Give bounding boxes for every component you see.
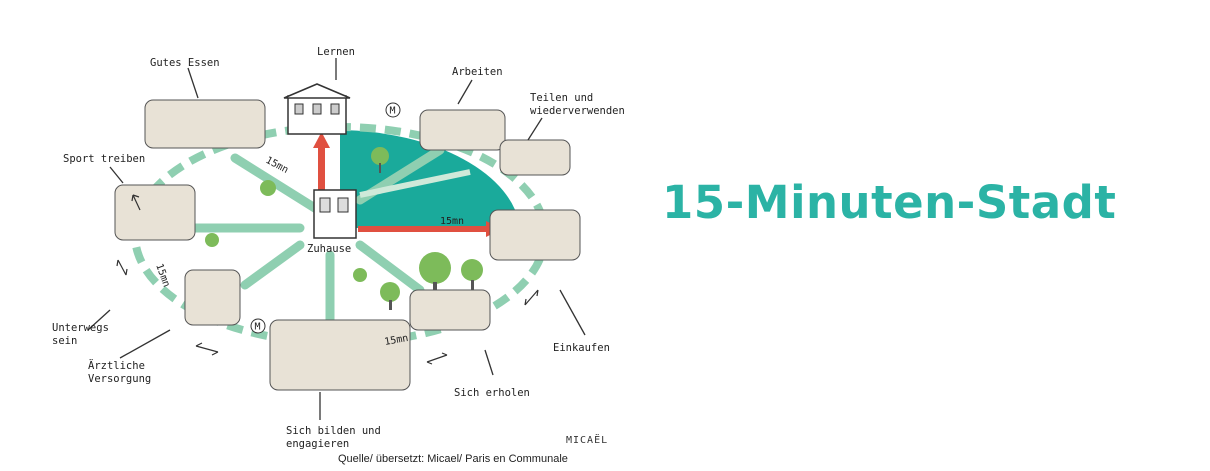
trees: [205, 147, 483, 310]
activity-vignettes: [114, 99, 581, 391]
label-lernen: Lernen: [317, 46, 355, 58]
page-title: 15-Minuten-Stadt: [662, 176, 1117, 229]
ring-arrows: [116, 194, 539, 365]
label-einkaufen: Einkaufen: [553, 342, 610, 354]
time-label-2: 15mn: [440, 216, 464, 227]
svg-text:M: M: [390, 106, 396, 117]
label-unterwegs-2: sein: [52, 335, 77, 347]
label-leaders: [87, 58, 586, 420]
time-label-4: 15mn: [384, 333, 410, 348]
label-arbeiten: Arbeiten: [452, 66, 503, 78]
time-label-1: 15mn: [264, 155, 290, 176]
svg-text:M: M: [255, 322, 261, 333]
time-label-3: 15mn: [153, 262, 172, 288]
artist-signature: MICAËL: [566, 433, 608, 446]
fifteen-minute-city-illustration: M M 15mn 15mn 15mn 15mn Zuhause Lernen G…: [52, 46, 625, 450]
label-erholen: Sich erholen: [454, 387, 530, 399]
label-teilen-2: wiederverwenden: [530, 105, 625, 117]
label-aerztliche-1: Ärztliche: [88, 359, 145, 372]
school-building: [283, 83, 351, 135]
source-caption: Quelle/ übersetzt: Micael/ Paris en Comm…: [338, 453, 568, 465]
sector-paths: [359, 169, 471, 198]
label-bilden-2: engagieren: [286, 438, 349, 450]
radial-paths: [170, 145, 445, 335]
center-label-zuhause: Zuhause: [307, 243, 351, 255]
label-sport: Sport treiben: [63, 153, 145, 165]
metro-signs: M M: [250, 102, 401, 334]
label-aerztliche-2: Versorgung: [88, 373, 151, 385]
label-teilen-1: Teilen und: [530, 92, 593, 104]
label-bilden-1: Sich bilden und: [286, 425, 381, 437]
label-gutes-essen: Gutes Essen: [150, 57, 220, 69]
label-unterwegs-1: Unterwegs: [52, 322, 109, 334]
zuhause-building: [313, 189, 357, 239]
